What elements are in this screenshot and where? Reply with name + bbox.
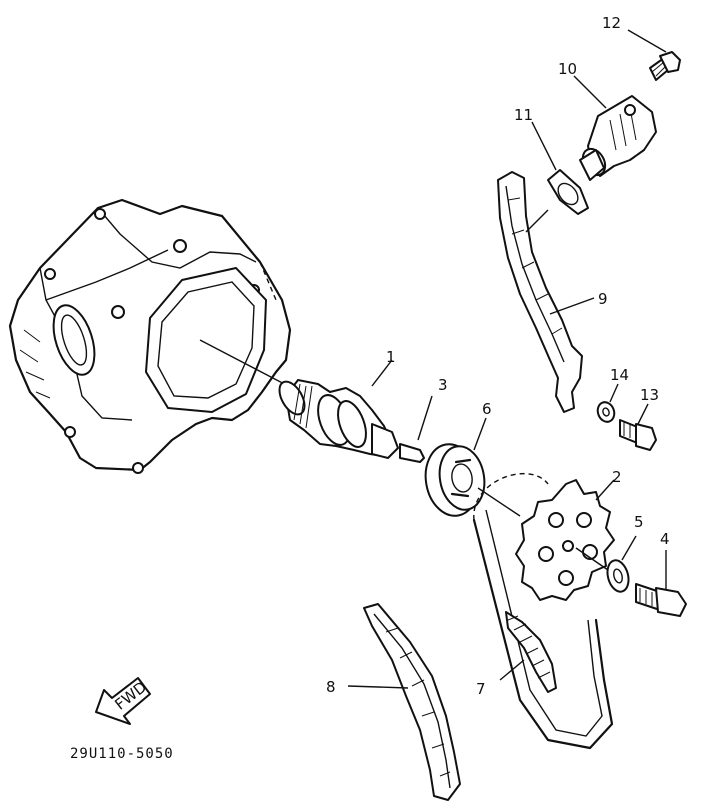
callout-4: 4 bbox=[660, 530, 670, 548]
chain-tensioner bbox=[573, 75, 657, 181]
callout-5: 5 bbox=[634, 513, 644, 531]
callout-3: 3 bbox=[438, 376, 448, 394]
callout-11: 11 bbox=[514, 106, 533, 124]
cam-sprocket bbox=[515, 479, 615, 601]
callout-2: 2 bbox=[612, 468, 622, 486]
callout-1: 1 bbox=[386, 348, 396, 366]
tensioner-gasket bbox=[525, 121, 589, 233]
guide-bolt bbox=[619, 403, 657, 451]
fwd-direction-arrow: FWD bbox=[95, 677, 151, 725]
cylinder-head bbox=[8, 198, 293, 474]
camshaft bbox=[278, 359, 399, 459]
callout-7: 7 bbox=[476, 680, 486, 698]
tensioner-bolt bbox=[627, 29, 681, 81]
timing-chain bbox=[472, 473, 614, 750]
sprocket-hub bbox=[424, 417, 521, 517]
chain-guide-exhaust bbox=[497, 171, 595, 413]
callout-8: 8 bbox=[326, 678, 336, 696]
guide-washer bbox=[596, 383, 619, 423]
sprocket-bolt bbox=[635, 550, 687, 617]
callout-10: 10 bbox=[558, 60, 577, 78]
callout-12: 12 bbox=[602, 14, 621, 32]
washer bbox=[575, 535, 637, 593]
dowel-pin bbox=[399, 395, 433, 463]
chain-guide-intake bbox=[347, 603, 461, 801]
callout-9: 9 bbox=[598, 290, 608, 308]
drawing-code: 29U110-5050 bbox=[70, 746, 174, 762]
callout-13: 13 bbox=[640, 386, 659, 404]
callout-14: 14 bbox=[610, 366, 629, 384]
callout-6: 6 bbox=[482, 400, 492, 418]
